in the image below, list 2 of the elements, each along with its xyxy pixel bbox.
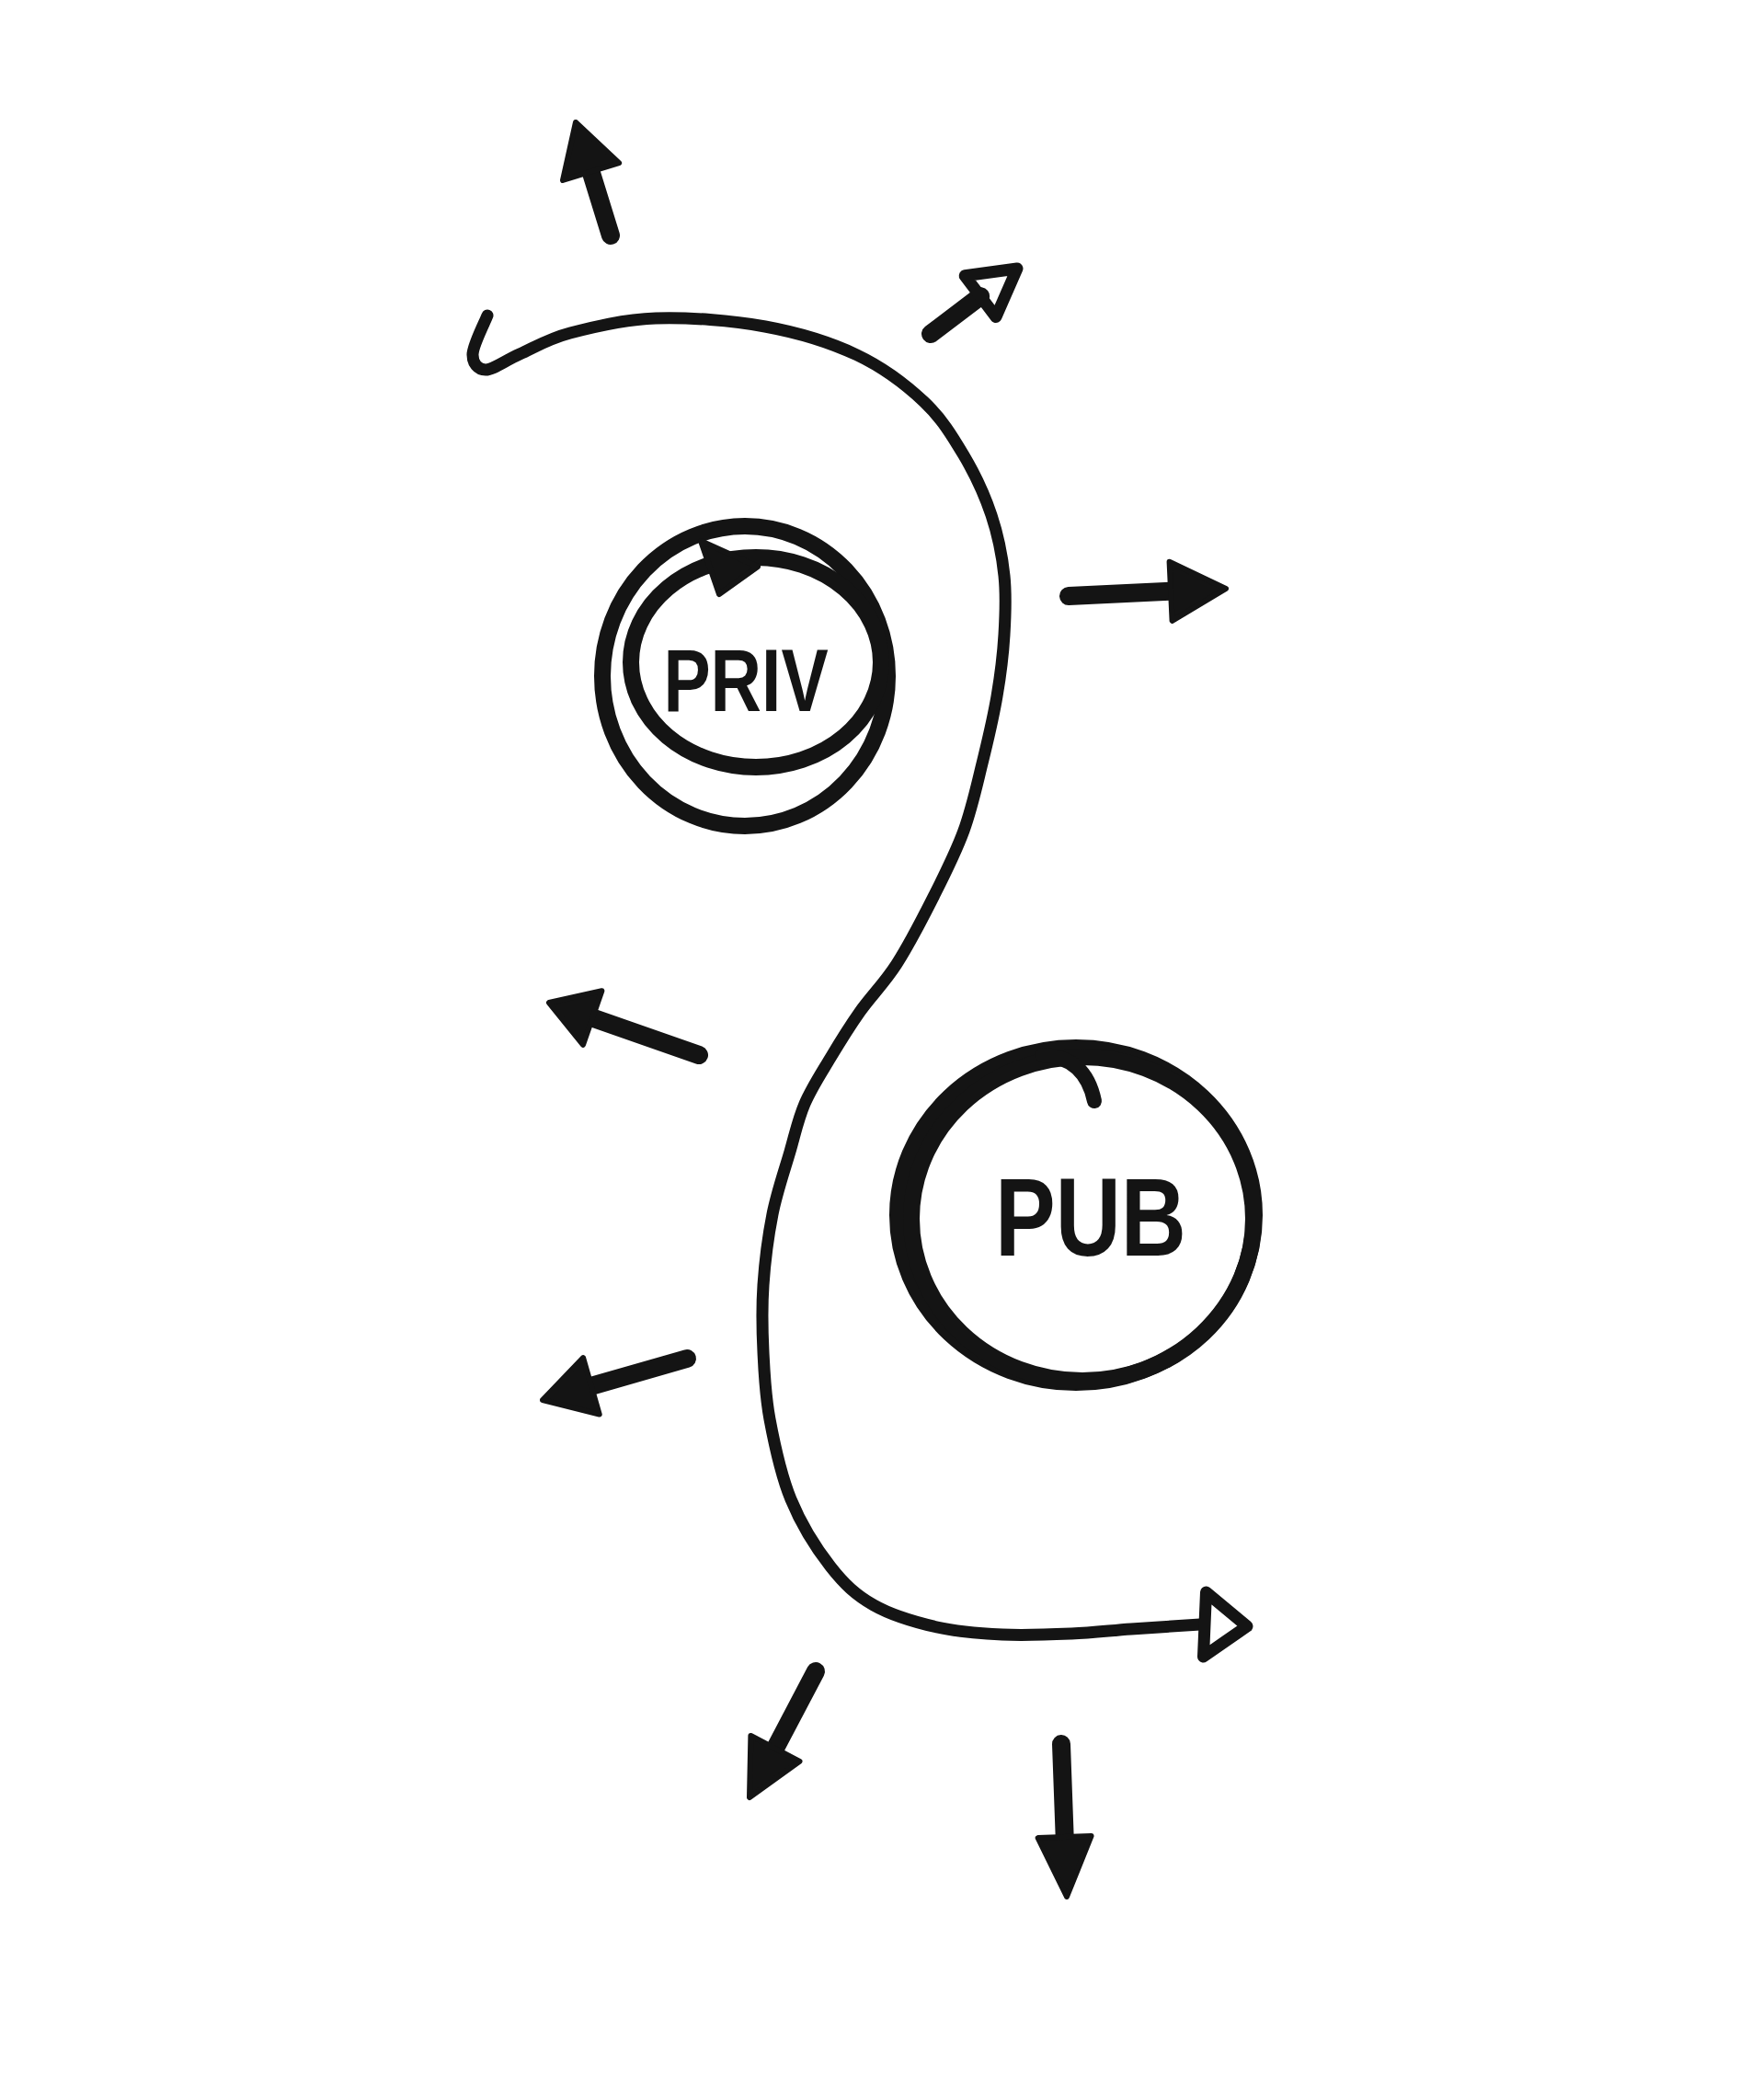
node-label: PUB bbox=[995, 1161, 1186, 1272]
node-label: PRIV bbox=[663, 636, 829, 725]
